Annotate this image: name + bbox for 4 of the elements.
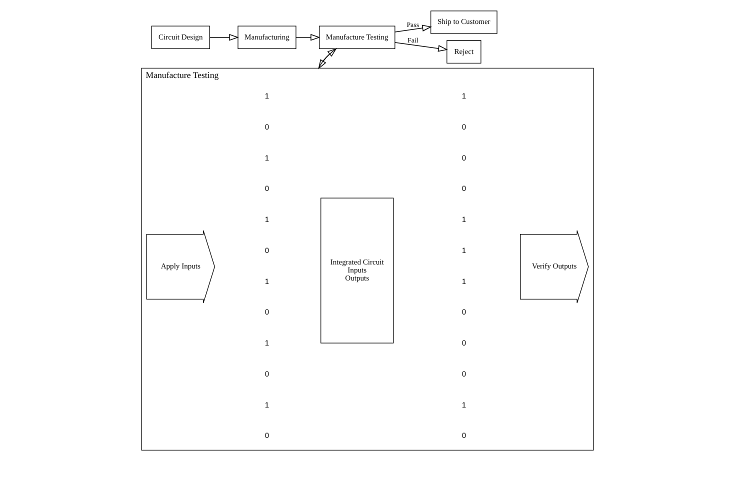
arrow xyxy=(394,24,432,32)
arrow xyxy=(208,34,238,41)
arrow xyxy=(295,34,320,41)
arrow xyxy=(394,42,448,52)
